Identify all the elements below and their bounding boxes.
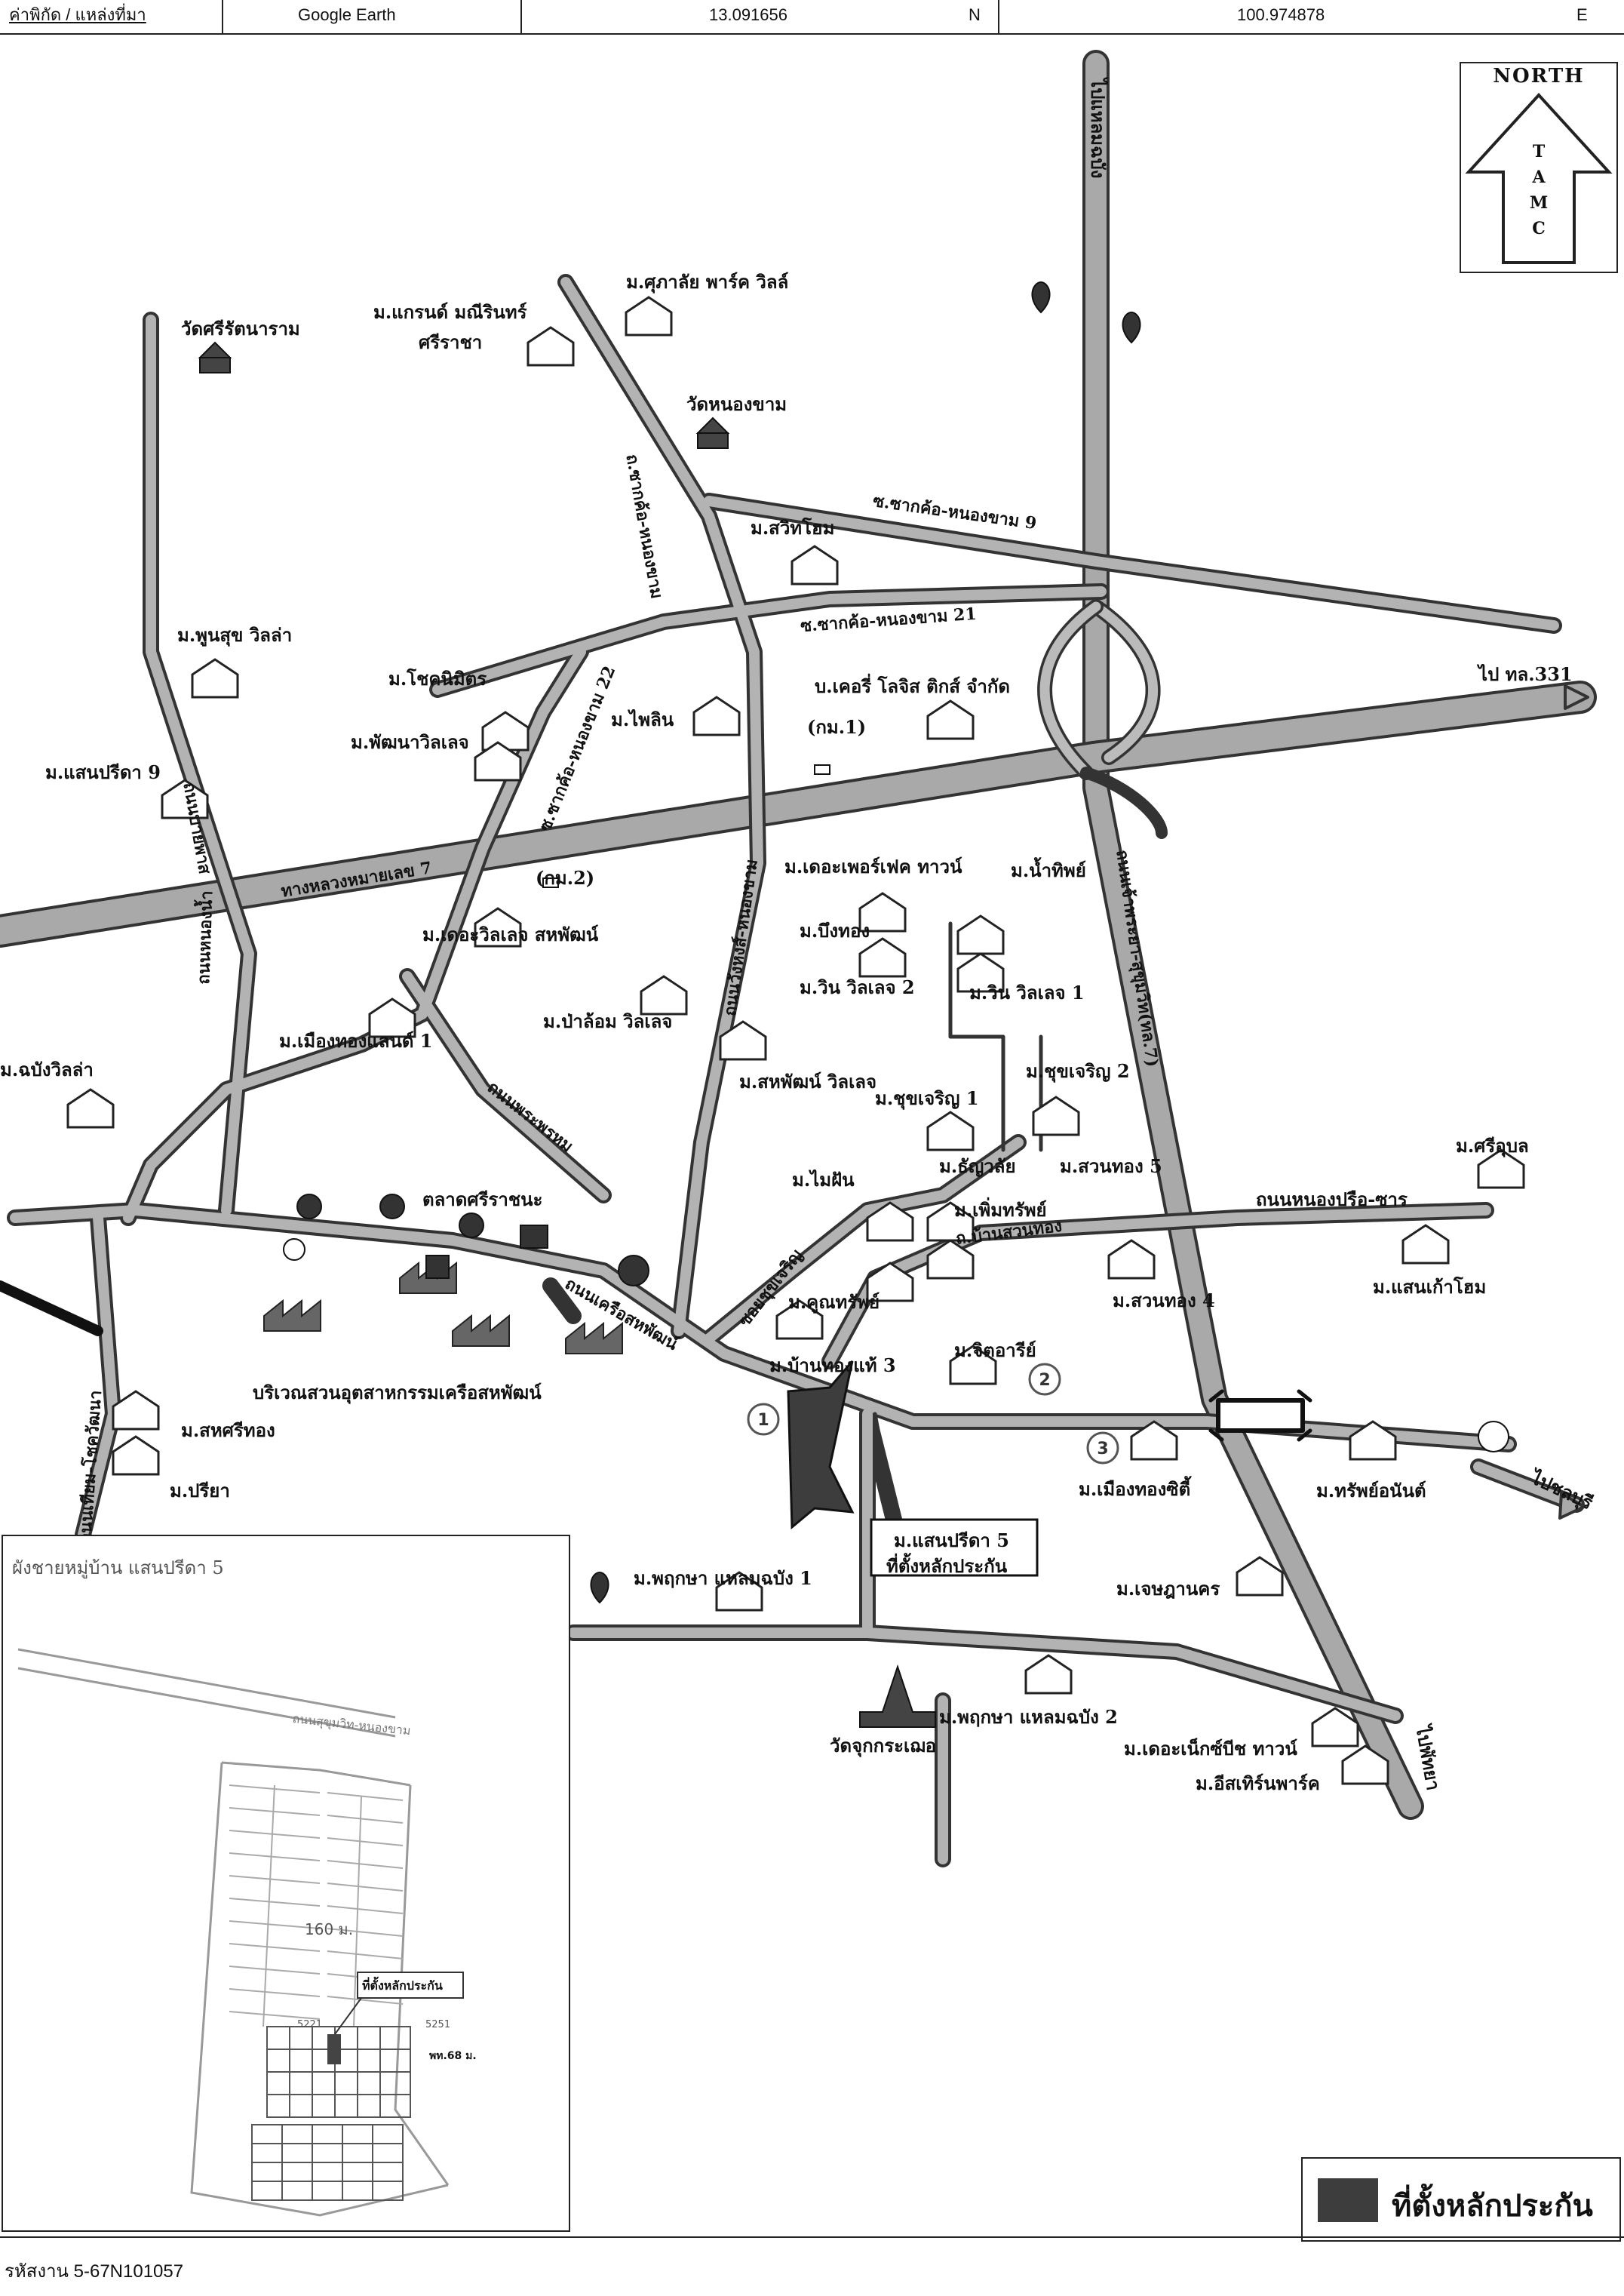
label-sri-ubon: ม.ศรีอุบล xyxy=(1456,1135,1529,1157)
label-the-village: ม.เดอะวิลเลจ สหพัฒน์ xyxy=(422,924,599,945)
label-eastern-park: ม.อีสเทิร์นพาร์ค xyxy=(1196,1772,1320,1794)
latitude-value: 13.091656 xyxy=(709,5,787,24)
label-phoem-sap: ม.เพิ่มทรัพย์ xyxy=(954,1199,1047,1221)
header-divider xyxy=(222,0,223,33)
label-san-preeda-9: ม.แสนปรีดา 9 xyxy=(45,761,161,783)
label-chokcharoen-2: ม.ชุขเจริญ 2 xyxy=(1026,1060,1130,1082)
source-value: Google Earth xyxy=(298,5,396,24)
label-baan-thong-3: ม.บ้านทองแท้ 3 xyxy=(769,1354,896,1376)
label-phailin: ม.ไพลิน xyxy=(611,708,674,730)
label-collateral-site: ที่ตั้งหลักประกัน xyxy=(886,1555,1008,1577)
label-sahasri: ม.สหศรีทอง xyxy=(181,1419,275,1441)
label-chet-nakhon: ม.เจษฎานคร xyxy=(1116,1578,1220,1600)
label-sahapat-village: ม.สหพัฒน์ วิลเลจ xyxy=(739,1071,877,1093)
north-arrow: NORTH T A M C xyxy=(1460,62,1618,273)
label-grand-manee: ม.แกรนด์ มณีรินทร์ xyxy=(373,301,527,323)
label-wat-nong-kham: วัดหนองขาม xyxy=(686,393,787,415)
inset-plot-a: 5221 xyxy=(297,2019,323,2030)
temple-icons xyxy=(198,341,936,1728)
label-mai-fan: ม.ไมฝัน xyxy=(792,1169,855,1191)
label-swiss-home: ม.สวิทโฮม xyxy=(751,517,835,539)
label-suan-thong-5: ม.สวนทอง 5 xyxy=(1060,1155,1162,1177)
label-chokniramit: ม.โชคนิมิตร xyxy=(388,668,487,690)
label-mueang-thong-1: ม.เมืองทองแลนด์ 1 xyxy=(279,1030,433,1052)
footer: รหัสงาน 5-67N101057 xyxy=(0,2236,1624,2296)
label-wat-sri-rat: วัดศรีรัตนาราม xyxy=(181,318,300,340)
house-icons xyxy=(66,296,1525,1785)
label-saen-kao: ม.แสนเก้าโฮม xyxy=(1373,1276,1487,1298)
label-wat-juk: วัดจุกกระเฌอ xyxy=(830,1735,937,1757)
north-arrow-icon xyxy=(1465,93,1613,264)
label-neck-beach: ม.เดอะเน็กซ์บีช ทาวน์ xyxy=(1124,1738,1297,1760)
label-sri-market: ตลาดศรีราชนะ xyxy=(422,1188,543,1210)
label-chokcharoen-1: ม.ชุขเจริญ 1 xyxy=(875,1087,979,1109)
location-map: 1 2 3 NORTH T A M C ไปแหลมฉบัง ม.ศุภาลัย… xyxy=(0,33,1624,2242)
north-letter-t: T xyxy=(1532,142,1546,161)
label-preeya: ม.ปรียา xyxy=(170,1480,230,1501)
landmark-icons xyxy=(283,281,1509,1604)
inset-dimension: 160 ม. xyxy=(305,1920,354,1938)
north-label: NORTH xyxy=(1493,65,1585,88)
header-divider xyxy=(998,0,999,33)
label-pa-lom: ม.ป่าล้อม วิลเลจ xyxy=(543,1010,673,1032)
legend-swatch xyxy=(1318,2178,1378,2222)
inset-title: ผังชายหมู่บ้าน แสนปรีดา 5 xyxy=(12,1557,224,1578)
latitude-direction: N xyxy=(969,5,981,24)
header-divider xyxy=(520,0,522,33)
label-to-331: ไป ทล.331 xyxy=(1478,663,1573,685)
village-layout-inset: ผังชายหมู่บ้าน แสนปรีดา 5 xyxy=(2,1535,570,2232)
north-letter-c: C xyxy=(1532,219,1546,238)
label-perfect-town: ม.เดอะเพอร์เฟค ทาวน์ xyxy=(784,856,962,878)
label-phruksa-1: ม.พฤกษา แหลมฉบัง 1 xyxy=(634,1567,812,1589)
label-phun-suk: ม.พูนสุข วิลล่า xyxy=(177,624,293,646)
label-sriracha: ศรีราชา xyxy=(419,331,483,353)
road-sukhumvit-fill xyxy=(1085,53,1421,1817)
label-sap-anan: ม.ทรัพย์อนันต์ xyxy=(1316,1480,1426,1501)
header-bar: ค่าพิกัด / แหล่งที่มา Google Earth 13.09… xyxy=(0,0,1624,35)
label-phruksa-2: ม.พฤกษา แหลมฉบัง 2 xyxy=(939,1706,1118,1728)
longitude-direction: E xyxy=(1576,5,1588,24)
label-industrial: บริเวณสวนอุตสาหกรรมเครือสหพัฒน์ xyxy=(253,1382,542,1403)
label-san-preeda-5: ม.แสนปรีดา 5 xyxy=(894,1529,1009,1551)
label-win-village-1: ม.วิน วิลเลจ 1 xyxy=(969,982,1085,1004)
label-bueng-thong: ม.บึงทอง xyxy=(800,920,870,942)
road-highway7-fill xyxy=(0,684,1594,945)
label-laem-chabang-villa: ม.ฉบังวิลล่า xyxy=(0,1059,94,1080)
north-letter-a: A xyxy=(1532,168,1546,187)
label-win-village-2: ม.วิน วิลเลจ 2 xyxy=(800,976,915,998)
collateral-site-polygon xyxy=(787,1360,855,1530)
inset-plot-b: 5251 xyxy=(425,2019,451,2030)
label-pattana-village: ม.พัฒนาวิลเลจ xyxy=(351,731,469,753)
label-thanyalai: ม.ธัญวลัย xyxy=(939,1155,1016,1177)
marker-2: 2 xyxy=(1039,1371,1050,1390)
job-code: รหัสงาน 5-67N101057 xyxy=(5,2261,184,2282)
label-khun-sap: ม.คูณทรัพย์ xyxy=(788,1291,880,1313)
label-kerry: บ.เคอรี่ โลจิส ติกส์ จำกัด xyxy=(815,675,1010,697)
inset-plan-drawing xyxy=(17,1648,464,2217)
label-supalai: ม.ศุภาลัย พาร์ค วิลล์ xyxy=(626,271,789,293)
label-mueang-thong-city: ม.เมืองทองซิตี้ xyxy=(1079,1478,1191,1500)
label-namthip: ม.น้ำทิพย์ xyxy=(1011,859,1086,881)
source-label: ค่าพิกัด / แหล่งที่มา xyxy=(9,5,146,24)
label-chittaree: ม.จิตอารีย์ xyxy=(954,1339,1036,1361)
marker-1: 1 xyxy=(757,1411,769,1430)
label-to-laem-chabang: ไปแหลมฉบัง xyxy=(1087,78,1109,179)
label-suan-thong-4: ม.สวนทอง 4 xyxy=(1113,1289,1215,1311)
road-label-nonghon: ถนนหนองน้ำ xyxy=(193,890,217,985)
label-km2: (กม.2) xyxy=(536,867,595,889)
road-network: 1 2 3 xyxy=(0,50,1597,1867)
inset-lot-label: พท.68 ม. xyxy=(429,2050,477,2062)
label-km1: (กม.1) xyxy=(807,716,867,738)
site-callout-box xyxy=(870,1518,1039,1577)
marker-3: 3 xyxy=(1097,1440,1108,1458)
legend-label: ที่ตั้งหลักประกัน xyxy=(1392,2189,1593,2224)
longitude-value: 100.974878 xyxy=(1237,5,1325,24)
map-legend: ที่ตั้งหลักประกัน xyxy=(1301,2157,1621,2242)
north-letter-m: M xyxy=(1529,193,1549,213)
inset-site-label: ที่ตั้งหลักประกัน xyxy=(362,1978,443,1993)
label-nong-pru-road: ถนนหนองปรือ-ซาร xyxy=(1256,1188,1408,1210)
